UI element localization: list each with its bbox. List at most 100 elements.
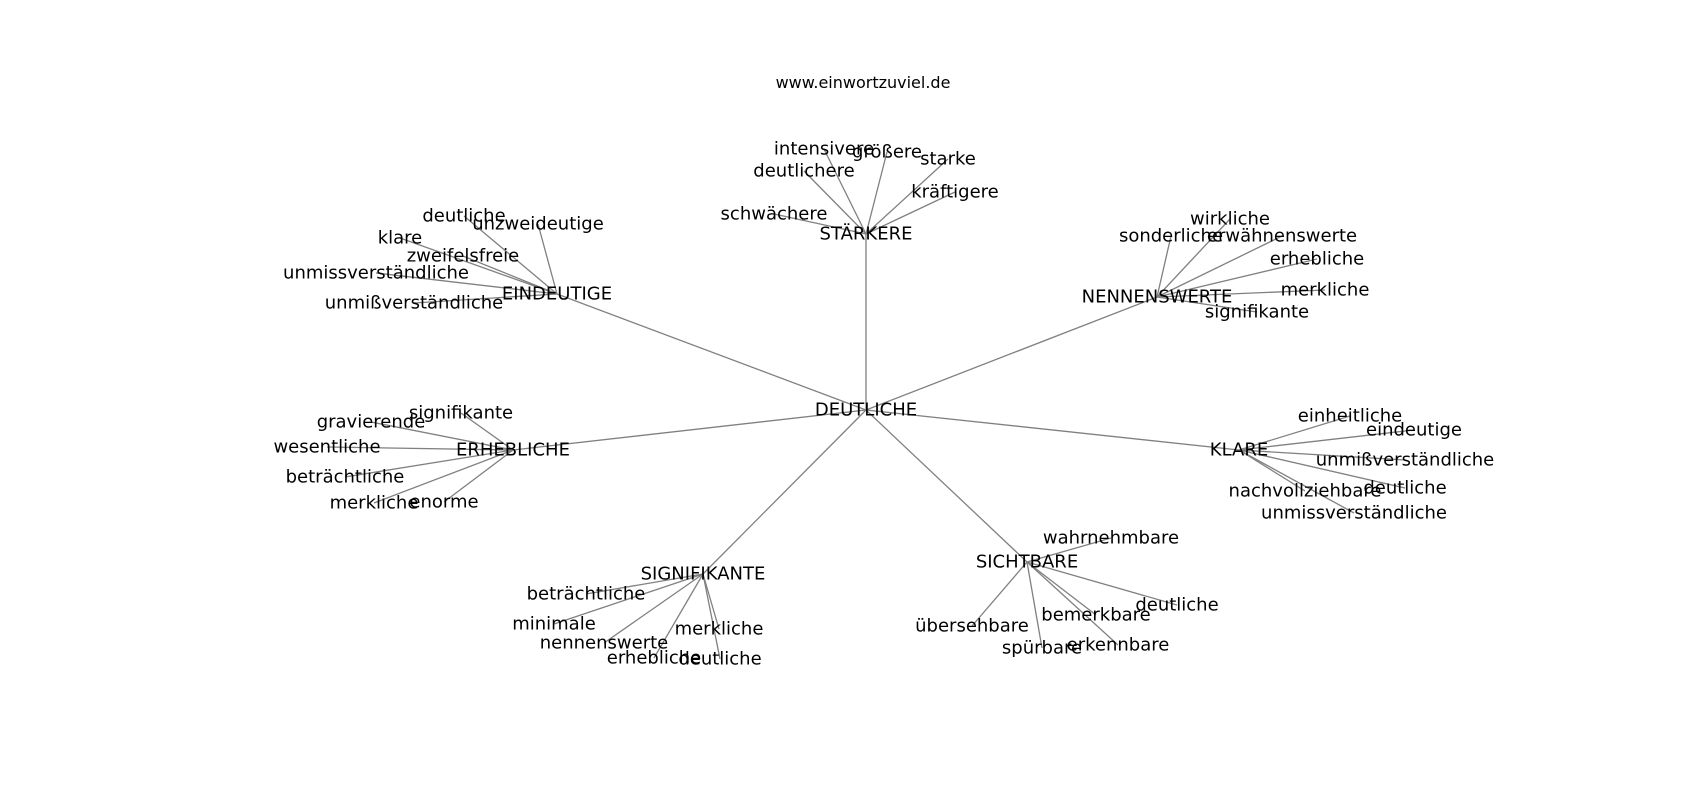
edge-klare-unmissverstaendliche: [1238, 449, 1406, 461]
node-leaf-unmissverstaendliche: unmissverständliche: [283, 263, 469, 284]
node-leaf-nennenswerte: nennenswerte: [540, 633, 669, 654]
node-center: DEUTLICHE: [815, 400, 917, 421]
graph-labels: DEUTLICHE STÄRKERE intensiveregrößerestark…: [273, 139, 1494, 670]
edge-staerkere-intensivere: [823, 148, 867, 235]
node-leaf-zweifelsfreie: zweifelsfreie: [407, 246, 520, 267]
edge-signifikante-merkliche: [702, 573, 720, 630]
node-leaf-deutlichere: deutlichere: [753, 161, 854, 182]
node-leaf-uebersehbare: übersehbare: [915, 616, 1029, 637]
node-group-erhebliche: ERHEBLICHE: [456, 440, 570, 461]
node-leaf-wirkliche: wirkliche: [1190, 209, 1270, 230]
edge-erhebliche-merkliche: [373, 449, 514, 504]
edge-staerkere-deutlichere: [803, 170, 867, 235]
node-leaf-unmissverstaendliche: unmissverständliche: [1261, 503, 1447, 524]
node-leaf-erwaehnenswerte: erwähnenswerte: [1207, 226, 1357, 247]
edge-sichtbare-erkennbare: [1026, 561, 1119, 646]
node-leaf-unmissverstaendliche: unmißverständliche: [1316, 450, 1495, 471]
edge-staerkere-kraeftigere: [865, 191, 956, 235]
node-leaf-signifikante: signifikante: [1205, 302, 1309, 323]
node-leaf-eindeutige: eindeutige: [1366, 420, 1462, 441]
edge-signifikante-erhebliche: [653, 573, 704, 659]
node-leaf-schwaechere: schwächere: [721, 204, 828, 225]
node-leaf-merkliche: merkliche: [330, 493, 419, 514]
edge-sichtbare-wahrnehmbare: [1026, 537, 1112, 563]
edge-staerkere-groessere: [865, 151, 888, 235]
node-group-staerkere: STÄRKERE: [820, 224, 913, 245]
node-leaf-bemerkbare: bemerkbare: [1041, 605, 1150, 626]
edge-erhebliche-betraechtliche: [344, 449, 514, 478]
node-group-signifikante: SIGNIFIKANTE: [641, 564, 766, 585]
node-leaf-sonderliche: sonderliche: [1119, 226, 1223, 247]
edge-signifikante-minimale: [553, 573, 704, 625]
node-group-eindeutige: EINDEUTIGE: [502, 284, 612, 305]
node-leaf-starke: starke: [920, 149, 976, 170]
node-leaf-wahrnehmbare: wahrnehmbare: [1043, 528, 1179, 549]
node-leaf-unmissverstaendliche: unmißverständliche: [325, 293, 504, 314]
node-leaf-betraechtliche: beträchtliche: [286, 467, 405, 488]
node-leaf-deutliche: deutliche: [1363, 478, 1446, 499]
node-leaf-deutliche: deutliche: [1135, 595, 1218, 616]
node-leaf-einheitliche: einheitliche: [1298, 406, 1402, 427]
edge-sichtbare-bemerkbare: [1026, 561, 1097, 616]
edge-center-sichtbare: [865, 409, 1028, 563]
node-leaf-signifikante: signifikante: [409, 403, 513, 424]
edge-eindeutige-unmissverstaendliche: [375, 272, 558, 295]
edge-signifikante-deutliche: [702, 573, 721, 660]
edge-eindeutige-deutliche: [463, 215, 558, 295]
node-leaf-enorme: enorme: [409, 492, 478, 513]
edge-nennenswerte-wirkliche: [1156, 218, 1231, 298]
node-leaf-erhebliche: erhebliche: [607, 648, 701, 669]
node-leaf-intensivere: intensivere: [774, 139, 874, 160]
node-leaf-spuerbare: spürbare: [1002, 638, 1082, 659]
edge-nennenswerte-sonderliche: [1156, 235, 1172, 298]
node-leaf-deutliche: deutliche: [678, 649, 761, 670]
edge-eindeutige-unmissverstaendliche: [413, 293, 558, 304]
edge-klare-deutliche: [1238, 449, 1406, 489]
node-leaf-wesentliche: wesentliche: [273, 437, 380, 458]
edge-nennenswerte-erwaehnenswerte: [1156, 235, 1283, 298]
edge-klare-nachvollziehbare: [1238, 449, 1306, 492]
node-group-klare: KLARE: [1210, 440, 1268, 461]
edge-eindeutige-klare: [399, 237, 558, 295]
node-leaf-gravierende: gravierende: [317, 412, 426, 433]
edge-klare-eindeutige: [1238, 429, 1415, 451]
node-leaf-deutliche: deutliche: [422, 206, 505, 227]
edge-nennenswerte-merkliche: [1156, 289, 1326, 298]
edge-center-nennenswerte: [865, 296, 1158, 411]
node-leaf-klare: klare: [378, 228, 423, 249]
edge-erhebliche-enorme: [443, 449, 514, 503]
edge-staerkere-schwaechere: [773, 213, 867, 235]
edge-sichtbare-uebersehbare: [971, 561, 1028, 627]
edge-erhebliche-wesentliche: [326, 446, 514, 451]
edge-center-signifikante: [702, 409, 867, 575]
node-leaf-kraeftigere: kräftigere: [911, 182, 999, 203]
node-leaf-merkliche: merkliche: [675, 619, 764, 640]
node-leaf-betraechtliche: beträchtliche: [527, 584, 646, 605]
edge-klare-unmissverstaendliche: [1238, 449, 1355, 514]
node-leaf-minimale: minimale: [512, 614, 596, 635]
edge-erhebliche-signifikante: [460, 412, 514, 451]
edge-staerkere-starke: [865, 158, 949, 235]
edge-signifikante-betraechtliche: [585, 573, 704, 595]
edge-nennenswerte-erhebliche: [1156, 258, 1318, 298]
edge-center-erhebliche: [512, 409, 867, 451]
edge-nennenswerte-signifikante: [1156, 296, 1258, 313]
site-title: www.einwortzuviel.de: [776, 73, 951, 92]
edge-eindeutige-zweifelsfreie: [462, 255, 558, 295]
graph-edges: [326, 148, 1415, 660]
node-leaf-merkliche: merkliche: [1281, 280, 1370, 301]
edge-erhebliche-gravierende: [370, 421, 514, 451]
node-leaf-unzweideutige: unzweideutige: [472, 214, 604, 235]
node-group-nennenswerte: NENNENSWERTE: [1082, 287, 1233, 308]
node-leaf-erhebliche: erhebliche: [1270, 249, 1364, 270]
edge-klare-einheitliche: [1238, 415, 1351, 451]
node-leaf-groessere: größere: [852, 142, 922, 163]
edge-center-klare: [865, 409, 1240, 451]
edge-sichtbare-spuerbare: [1026, 561, 1043, 649]
edge-center-eindeutige: [556, 293, 867, 411]
edge-signifikante-nennenswerte: [603, 573, 704, 644]
edge-sichtbare-deutliche: [1026, 561, 1178, 606]
node-leaf-erkennbare: erkennbare: [1067, 635, 1170, 656]
node-leaf-nachvollziehbare: nachvollziehbare: [1229, 481, 1382, 502]
